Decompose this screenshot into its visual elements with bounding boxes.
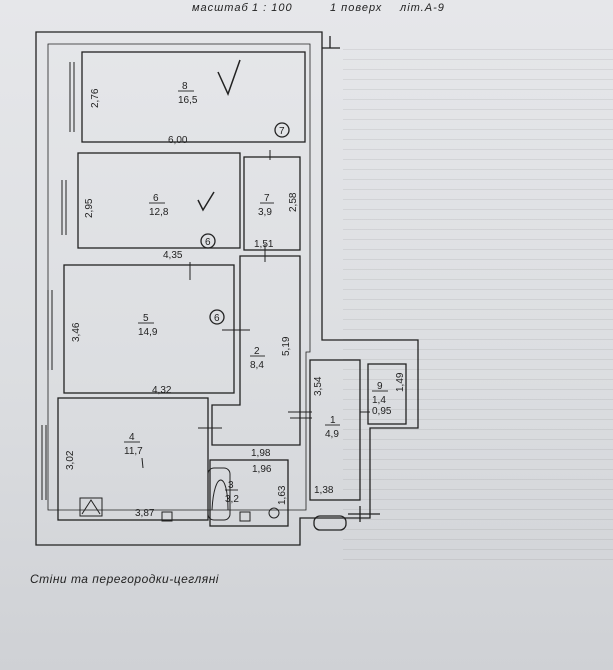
fraction-lines (124, 90, 388, 491)
dim-r7-width: 1,51 (254, 239, 274, 250)
dim-r4-height: 3,02 (65, 450, 76, 470)
room-7-number: 7 (264, 193, 270, 204)
bathtub (207, 467, 231, 521)
dim-r8-width: 6,00 (168, 135, 188, 146)
room-6-number: 6 (153, 193, 159, 204)
dim-r1-height: 3,54 (313, 376, 324, 396)
entrance-step (313, 515, 347, 531)
dim-r3-width: 1,96 (252, 464, 272, 475)
checkmark-room-8 (217, 59, 241, 97)
lit-label: літ.А-9 (400, 2, 445, 14)
room-3-number: 3 (228, 480, 234, 491)
room-6-outline (77, 152, 241, 249)
outer-wall-inner (47, 43, 311, 511)
outer-wall (35, 31, 419, 546)
room-9-area: 1,4 (372, 395, 386, 406)
room-9-outline (367, 363, 407, 425)
toilet (268, 507, 280, 519)
dim-r8-height: 2,76 (90, 88, 101, 108)
room-5-outline (63, 264, 235, 394)
dim-r2-width: 1,98 (251, 448, 271, 459)
room-6-area: 12,8 (149, 207, 169, 218)
room-4-outline (57, 397, 209, 521)
walls-note: Стіни та перегородки-цегляні (30, 572, 219, 586)
dim-r6-height: 2,95 (84, 198, 95, 218)
dim-r5-height: 3,46 (71, 322, 82, 342)
dim-r9-height: 1,49 (395, 372, 406, 392)
room-9-number: 9 (377, 381, 383, 392)
basin (239, 511, 251, 522)
marker-circle-3 (209, 309, 225, 325)
windows (41, 62, 75, 500)
room-1-number: 1 (330, 415, 336, 426)
room-5-number: 5 (143, 313, 149, 324)
show-through-text (343, 40, 613, 560)
room-8-area: 16,5 (178, 95, 198, 106)
scale-value: 1 : 100 (252, 2, 293, 14)
room-4-number: 4 (129, 432, 135, 443)
room-1-area: 4,9 (325, 429, 339, 440)
dim-r2-height: 5,19 (281, 336, 292, 356)
room-2-area: 8,4 (250, 360, 264, 371)
room-5-area: 14,9 (138, 327, 158, 338)
room-7-area: 3,9 (258, 207, 272, 218)
room-1-outline (309, 359, 361, 501)
marker-circle-1 (274, 122, 290, 138)
stove (79, 497, 103, 517)
dim-r9-width: 0,95 (372, 406, 392, 417)
room-8-outline (81, 51, 306, 143)
room-2-outline (211, 255, 301, 446)
marker-number-3: 6 (214, 313, 220, 324)
dim-r7-height: 2,58 (288, 192, 299, 212)
room-2-number: 2 (254, 346, 260, 357)
floor-label: 1 поверх (330, 2, 383, 14)
sink (161, 511, 173, 522)
scale-label: масштаб (192, 2, 249, 14)
room-7-outline (243, 156, 301, 251)
room-3-area: 3,2 (225, 494, 239, 505)
room-3-outline (209, 459, 289, 527)
door-marks (189, 150, 370, 429)
marker-number-2: 6 (205, 237, 211, 248)
dim-r4-width: 3,87 (135, 508, 155, 519)
checkmark-room-6 (197, 191, 215, 212)
marker-circle-2 (200, 233, 216, 249)
dim-r3-height: 1,63 (277, 485, 288, 505)
dim-r6-width: 4,35 (163, 250, 183, 261)
dim-r1-width: 1,38 (314, 485, 334, 496)
room-4-area: 11,7 (124, 446, 143, 457)
dim-r5-width: 4,32 (152, 385, 172, 396)
room-8-number: 8 (182, 81, 188, 92)
marker-number-1: 7 (279, 126, 285, 137)
